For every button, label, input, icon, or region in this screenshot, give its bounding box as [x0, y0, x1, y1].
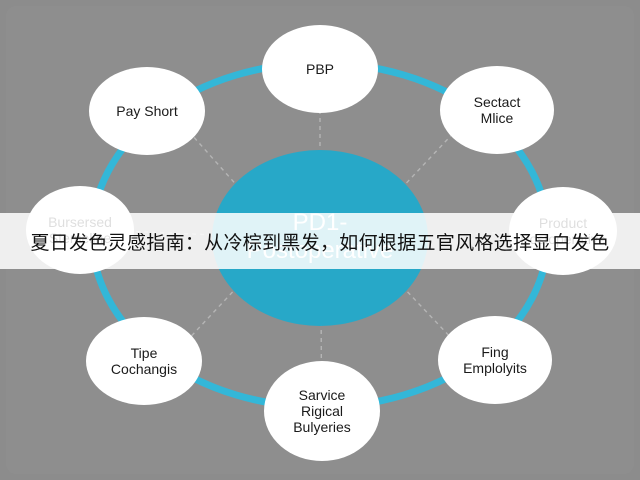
- node-circle: [86, 317, 202, 405]
- node-pbp: PBP: [262, 25, 378, 113]
- node-label-line: Tipe: [131, 345, 158, 361]
- caption-banner: 夏日发色灵感指南：从冷棕到黑发，如何根据五官风格选择显白发色: [0, 213, 640, 269]
- connector-line: [193, 136, 240, 189]
- node-label-line: PBP: [306, 61, 334, 77]
- node-pay-short: Pay Short: [89, 67, 205, 155]
- node-label-line: Fing: [481, 344, 508, 360]
- node-circle: [438, 316, 552, 404]
- node-label-line: Mlice: [481, 110, 514, 126]
- node-label-line: Emplolyits: [463, 360, 527, 376]
- node-circle: [440, 66, 554, 154]
- node-label-line: Rigical: [301, 403, 343, 419]
- caption-text: 夏日发色灵感指南：从冷棕到黑发，如何根据五官风格选择显白发色: [30, 231, 610, 254]
- node-circle: [89, 67, 205, 155]
- node-label-line: Cochangis: [111, 361, 177, 377]
- node-circle: [262, 25, 378, 113]
- node-label-line: Pay Short: [116, 103, 178, 119]
- node-label-line: Sectact: [474, 94, 521, 110]
- connector-line: [401, 285, 449, 336]
- node-label-line: Sarvice: [299, 387, 346, 403]
- connector-line: [191, 285, 239, 337]
- node-circle: [264, 361, 380, 461]
- node-label-line: Bulyeries: [293, 419, 351, 435]
- connector-line: [400, 135, 452, 190]
